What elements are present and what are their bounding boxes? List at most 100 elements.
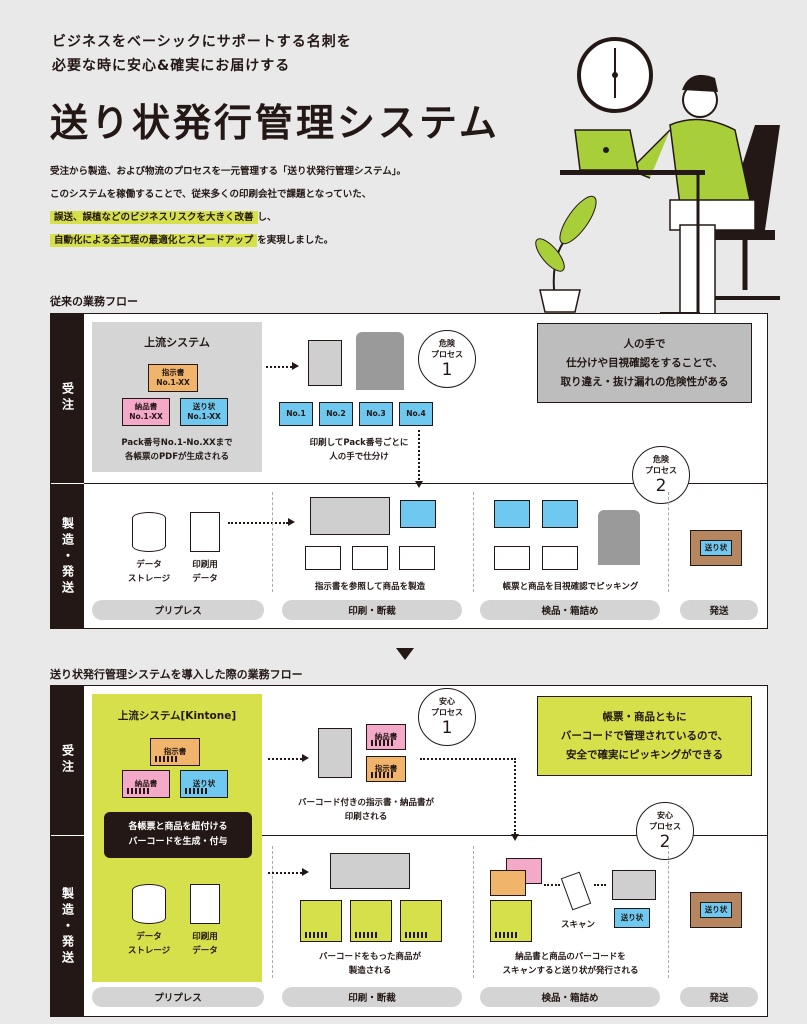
old-printdata-label: 印刷用 データ [192, 560, 218, 584]
new-box-label: 送り状 [699, 902, 733, 918]
new-printer-icon [318, 728, 352, 778]
new-label-printer-icon [612, 870, 656, 900]
old-pack-1: No.1 [279, 402, 313, 426]
barcode-icon [405, 932, 427, 938]
new-product-card-3 [400, 900, 442, 942]
barcode-icon [495, 932, 517, 938]
old-product-card-1 [305, 546, 341, 570]
new-box-icon: 送り状 [690, 892, 742, 928]
new-arrow-head-3 [302, 868, 309, 876]
clock-icon [577, 37, 653, 113]
old-side-mfg-label: 製造・発送 [60, 516, 75, 597]
new-cutting-machine-icon [330, 853, 410, 889]
old-print-data-icon [190, 512, 220, 552]
risk-process-2-label: 危険 プロセス [645, 455, 677, 475]
old-side-mfg: 製造・発送 [50, 484, 84, 629]
new-check-product [490, 900, 532, 942]
old-database-icon [132, 512, 166, 552]
safe-process-2-num: 2 [659, 832, 671, 852]
old-arrow-down-head [415, 481, 423, 488]
old-stage-check: 検品・箱詰め [480, 600, 660, 620]
new-doc-shiji: 指示書 [150, 738, 200, 766]
new-printdata-label: 印刷用 データ [192, 932, 218, 956]
person-icon [628, 74, 756, 318]
old-doc-shiji: 指示書 No.1-XX [148, 364, 198, 392]
old-side-order-label: 受注 [60, 382, 75, 414]
barcode-icon [155, 756, 177, 762]
plant-icon [535, 195, 597, 313]
new-stage-prepress: プリプレス [92, 987, 264, 1007]
risk-process-1-num: 1 [441, 360, 453, 380]
old-check-doc-1 [494, 500, 530, 528]
new-col-divider-1 [272, 846, 273, 978]
printer-icon [308, 340, 342, 386]
old-side-order: 受注 [50, 313, 84, 483]
desc-line-1: 受注から製造、および物流のプロセスを一元管理する「送り状発行管理システム」。 [50, 166, 406, 177]
new-check-doc-orange [490, 870, 526, 896]
risk-process-2-num: 2 [655, 476, 667, 496]
desc-line-2: このシステムを稼働することで、従来多くの印刷会社で課題となっていた、 [50, 189, 372, 200]
old-upstream-box [92, 322, 262, 472]
barcode-icon [127, 788, 149, 794]
old-check-card-2 [542, 546, 578, 570]
new-arrow-head-1 [302, 754, 309, 762]
old-pack-2: No.2 [319, 402, 353, 426]
barcode-icon [371, 740, 393, 746]
old-box-label: 送り状 [699, 540, 733, 556]
new-arrow-down-head [511, 834, 519, 841]
desc-highlight-2: 自動化による全工程の最適化とスピードアップ [50, 234, 258, 247]
new-col-divider-2 [473, 846, 474, 978]
old-stage-print: 印刷・断裁 [282, 600, 462, 620]
old-pack-4: No.4 [399, 402, 433, 426]
barcode-note: 各帳票と商品を紐付ける バーコードを生成・付与 [104, 812, 252, 858]
risk-process-1-label: 危険 プロセス [431, 339, 463, 359]
new-upstream-title: 上流システム[Kintone] [117, 710, 237, 722]
new-col-divider-3 [668, 846, 669, 978]
description: 受注から製造、および物流のプロセスを一元管理する「送り状発行管理システム」。 こ… [50, 160, 520, 252]
desc-highlight-1: 誤送、誤植などのビジネスリスクを大きく改善 [50, 211, 258, 224]
new-product-card-1 [300, 900, 342, 942]
new-database-icon [132, 884, 166, 924]
desc-line-4-tail: を実現しました。 [257, 235, 334, 246]
tagline: ビジネスをベーシックにサポートする名刺を 必要な時に安心&確実にお届けする [52, 34, 352, 74]
new-stage-ship: 発送 [680, 987, 758, 1007]
old-product-card-3 [399, 546, 435, 570]
old-check-doc-2 [542, 500, 578, 528]
new-check-caption: 納品書と商品のバーコードを スキャンすると送り状が発行される [502, 952, 639, 976]
new-doc-okuri: 送り状 [180, 770, 228, 798]
new-flow-heading: 送り状発行管理システムを導入した際の業務フロー [50, 668, 303, 681]
new-mfg-caption: バーコードをもった商品が 製造される [318, 952, 421, 976]
worker-icon [356, 332, 404, 390]
old-mfg-caption: 指示書を参照して商品を製造 [314, 582, 426, 592]
new-arrow-line-2 [420, 758, 516, 760]
new-side-order-label: 受注 [60, 744, 75, 776]
scan-label: スキャン [560, 920, 595, 930]
old-inspector-icon [598, 510, 640, 565]
old-mfg-doc [400, 500, 436, 528]
old-pack-3: No.3 [359, 402, 393, 426]
barcode-icon [185, 788, 207, 794]
new-side-mfg: 製造・発送 [50, 836, 84, 1017]
new-doc-nohin: 納品書 [122, 770, 170, 798]
risk-note: 人の手で 仕分けや目視確認をすることで、 取り違え・抜け漏れの危険性がある [537, 323, 752, 403]
safe-note: 帳票・商品ともに バーコードで管理されているので、 安全で確実にピッキングができ… [537, 696, 752, 776]
office-illustration [535, 37, 780, 318]
old-doc-nohin: 納品書 No.1-XX [122, 398, 170, 426]
old-stage-ship: 発送 [680, 600, 758, 620]
old-arrow-head-1 [292, 362, 299, 370]
old-check-caption: 帳票と商品を目視確認でピッキング [502, 582, 639, 592]
old-stage-prepress: プリプレス [92, 600, 264, 620]
new-stage-check: 検品・箱詰め [480, 987, 660, 1007]
new-side-order: 受注 [50, 685, 84, 835]
new-stage-print: 印刷・断裁 [282, 987, 462, 1007]
desk-icon [560, 129, 705, 315]
new-print-data-icon [190, 884, 220, 924]
new-arrow-line-3 [268, 872, 302, 874]
desc-line-4: 自動化による全工程の最適化とスピードアップを実現しました。 [50, 229, 520, 252]
new-arrow-down-line [514, 758, 516, 834]
new-scan-arrow-line-2 [594, 884, 606, 886]
new-storage-label: データ ストレージ [127, 932, 171, 956]
old-col-divider-2 [473, 492, 474, 592]
